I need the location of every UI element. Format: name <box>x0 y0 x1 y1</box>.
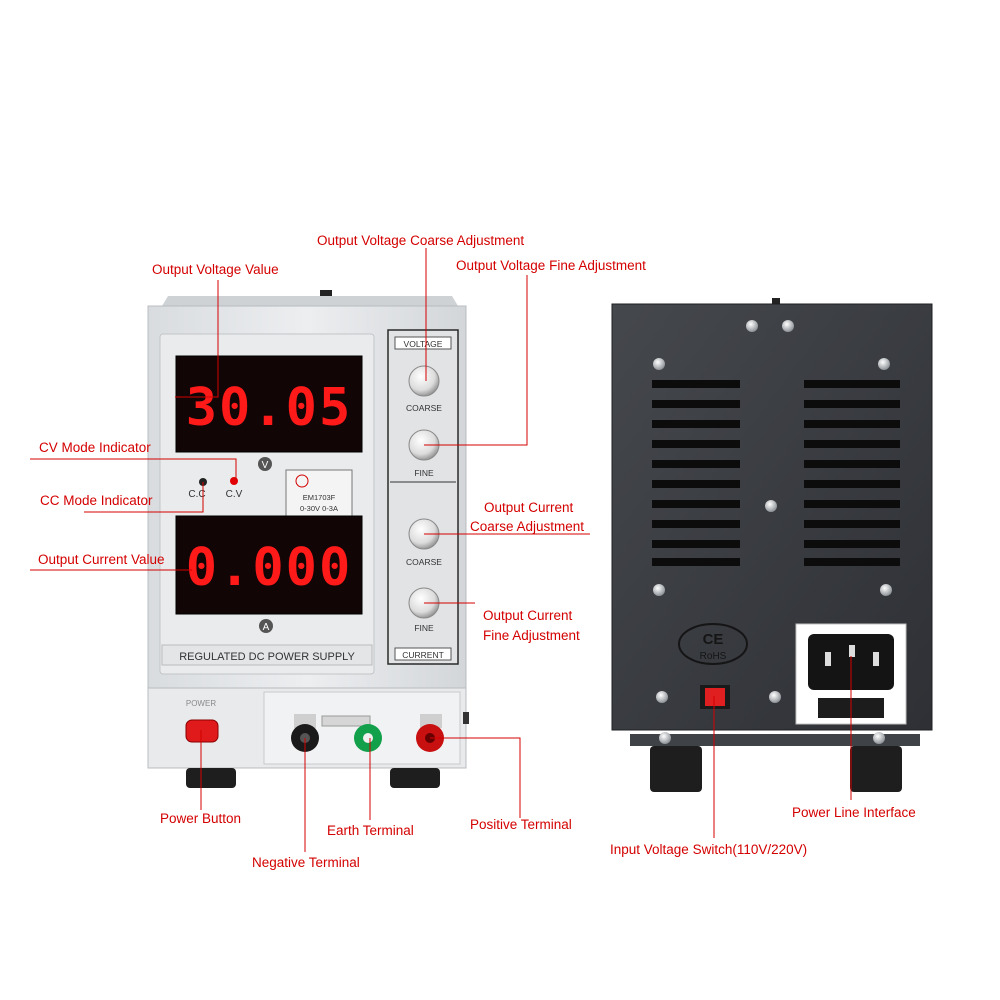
back-foot-right <box>850 746 902 792</box>
voltage-header-box <box>394 336 452 350</box>
volt-unit-badge <box>258 457 272 471</box>
voltage-coarse-label: COARSE <box>406 403 442 413</box>
inlet-pin-right <box>873 652 879 666</box>
current-fine-label: FINE <box>414 623 434 633</box>
front-foot-left <box>186 768 236 788</box>
annotation-current-fine-line1: Output Current <box>483 608 573 623</box>
annotation-current-coarse-line1: Output Current <box>484 500 574 515</box>
voltage-fine-label: FINE <box>414 468 434 478</box>
side-screw <box>463 712 469 724</box>
voltage-display <box>175 355 363 453</box>
ce-mark-text: CE <box>703 631 724 648</box>
current-readout: 0.000 <box>186 538 353 598</box>
inlet-pin-earth <box>849 645 855 657</box>
annotation-lines <box>30 248 852 852</box>
front-foot-right <box>390 768 440 788</box>
vent-right <box>804 380 900 566</box>
range-text: 0-30V 0-3A <box>300 504 338 513</box>
annotation-negative-terminal: Negative Terminal <box>252 855 360 870</box>
earth-terminal[interactable] <box>354 724 382 752</box>
annotation-voltage-fine: Output Voltage Fine Adjustment <box>456 258 646 273</box>
panel-title-strip <box>161 644 373 666</box>
current-header: CURRENT <box>402 650 444 660</box>
top-latch <box>320 290 332 296</box>
back-base <box>630 734 920 746</box>
annotation-current-coarse-line2: Coarse Adjustment <box>470 519 584 534</box>
cv-label: C.V <box>226 489 243 500</box>
annotation-earth-terminal: Earth Terminal <box>327 823 414 838</box>
voltage-readout: 30.05 <box>186 378 353 438</box>
cv-led <box>230 477 238 485</box>
terminal-link-bar <box>321 715 371 727</box>
annotation-positive-terminal: Positive Terminal <box>470 817 572 832</box>
voltage-header: VOLTAGE <box>404 339 443 349</box>
annotation-power-line-interface: Power Line Interface <box>792 805 916 820</box>
input-voltage-switch[interactable] <box>705 688 725 706</box>
amp-unit-badge <box>259 619 273 633</box>
brand-logo-icon <box>295 474 309 488</box>
annotation-voltage-coarse: Output Voltage Coarse Adjustment <box>317 233 524 248</box>
power-switch[interactable] <box>185 719 219 743</box>
voltage-unit: V <box>262 460 269 471</box>
current-display <box>175 515 363 615</box>
front-unit: 30.05 V C.C C.V EM1703F 0-30V 0-3A 0.000… <box>147 290 469 788</box>
panel-title: REGULATED DC POWER SUPPLY <box>179 651 355 663</box>
cc-label: C.C <box>188 489 205 500</box>
rohs-mark-text: RoHS <box>700 651 727 662</box>
back-foot-left <box>650 746 702 792</box>
annotation-output-voltage-value: Output Voltage Value <box>152 262 279 277</box>
ce-rohs-mark <box>678 623 748 665</box>
positive-terminal[interactable] <box>416 714 444 752</box>
back-screws <box>653 320 892 744</box>
vent-left <box>652 380 740 566</box>
model-text: EM1703F <box>303 493 336 502</box>
current-unit: A <box>263 622 270 633</box>
front-top-lid <box>162 296 458 306</box>
annotation-current-fine-line2: Fine Adjustment <box>483 628 580 643</box>
annotation-cc-indicator: CC Mode Indicator <box>40 493 153 508</box>
annotation-output-current-value: Output Current Value <box>38 552 165 567</box>
back-unit: CE RoHS <box>611 298 933 792</box>
inlet-pin-left <box>825 652 831 666</box>
back-top-latch <box>772 298 780 304</box>
current-header-box <box>394 647 452 661</box>
annotation-input-voltage-switch: Input Voltage Switch(110V/220V) <box>610 842 807 857</box>
annotation-cv-indicator: CV Mode Indicator <box>39 440 151 455</box>
back-case <box>611 303 933 731</box>
voltage-coarse-knob[interactable] <box>408 365 440 397</box>
annotation-power-button: Power Button <box>160 811 241 826</box>
current-coarse-label: COARSE <box>406 557 442 567</box>
power-label: POWER <box>186 699 216 708</box>
